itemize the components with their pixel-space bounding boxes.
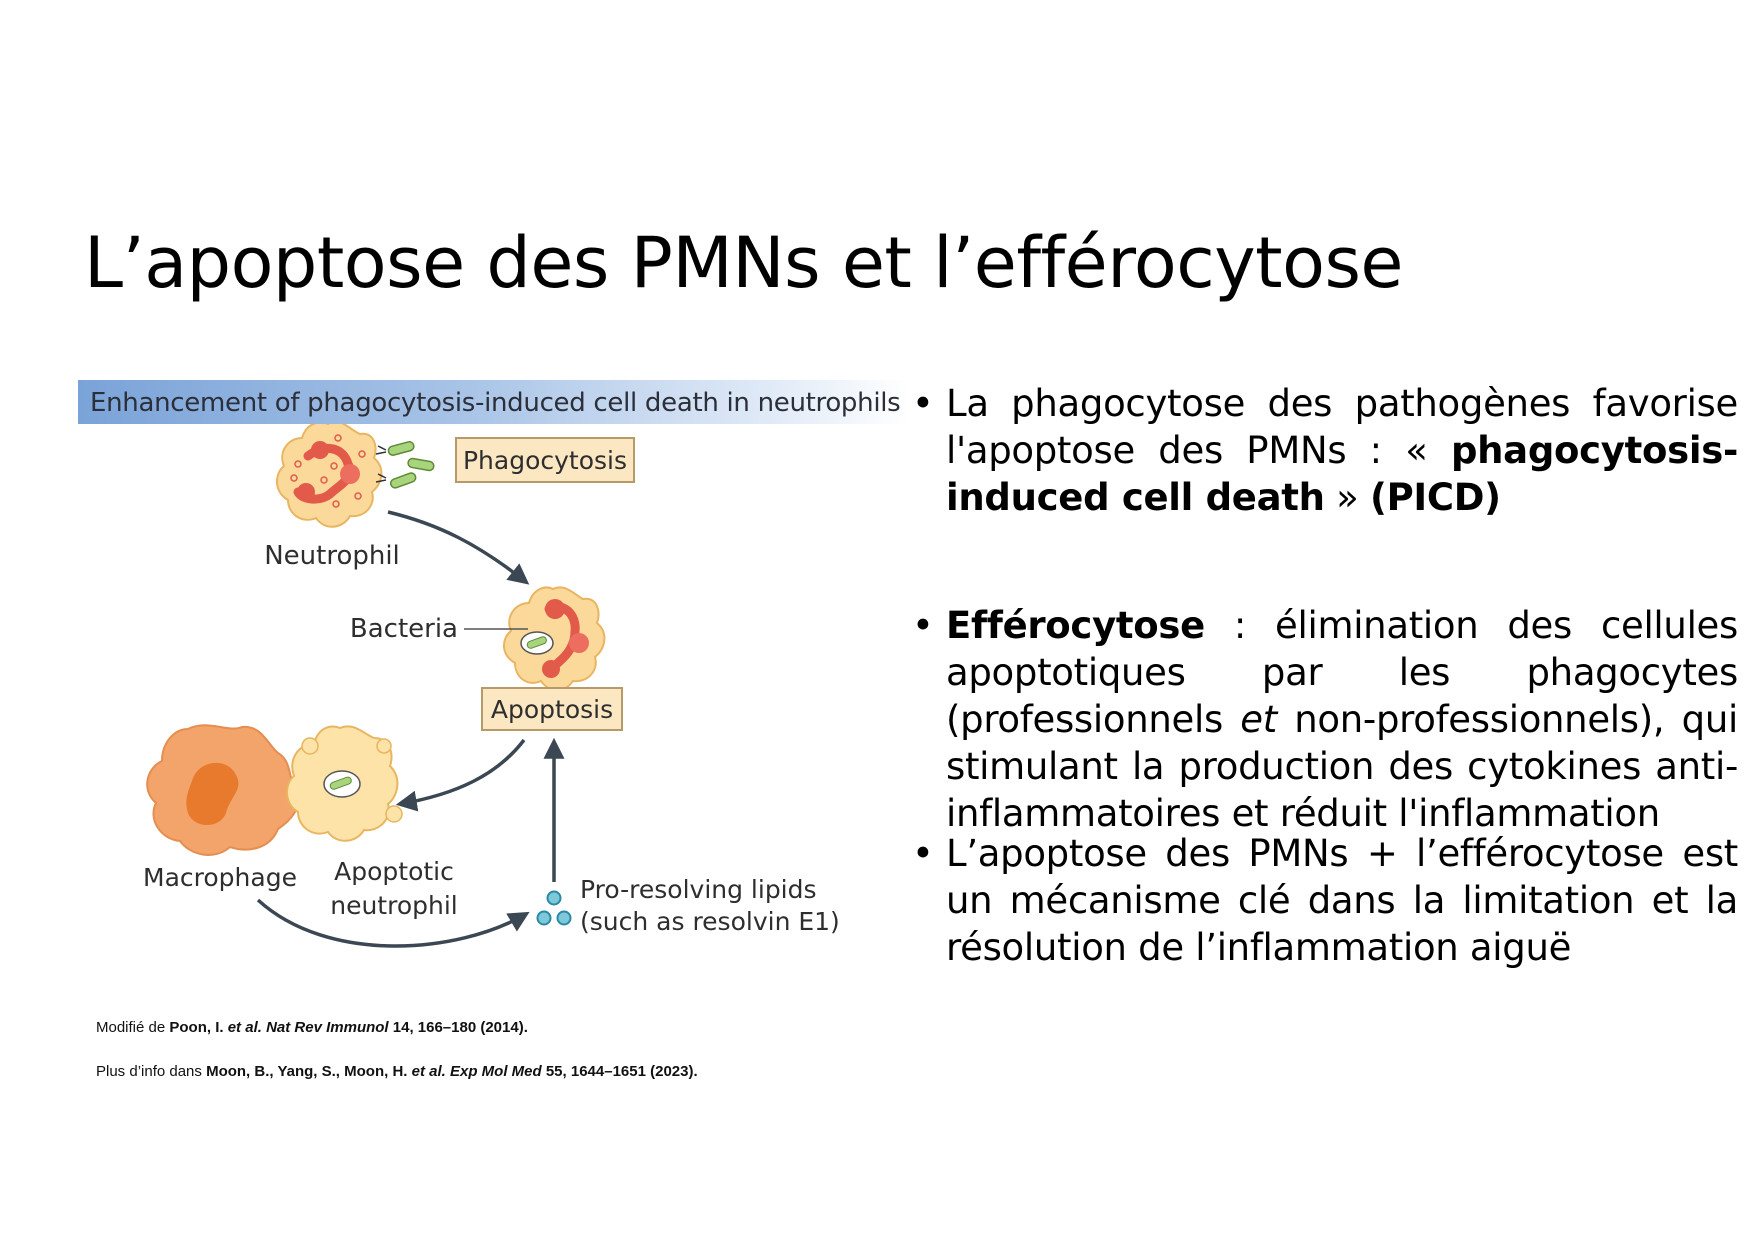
- ref1-prefix: Modifié de: [96, 1019, 170, 1036]
- infected-neutrophil-cell: [503, 586, 606, 691]
- macrophage-cell: [146, 724, 300, 856]
- figure-banner: Enhancement of phagocytosis-induced cell…: [78, 380, 908, 424]
- ref2-details: 55, 1644–1651 (2023).: [541, 1063, 698, 1080]
- diagram-figure: Enhancement of phagocytosis-induced cell…: [78, 380, 908, 1000]
- apoptosis-box: Apoptosis: [481, 687, 623, 731]
- bullet-efferocytose: Efférocytose : élimination des cellules …: [912, 602, 1738, 837]
- arrow-to-lipids: [256, 898, 530, 948]
- ref2-etal: et al.: [411, 1063, 446, 1080]
- bullet2-text1: : élimination des cellules apoptotiques …: [946, 604, 1738, 741]
- bullet-picd: La phagocytose des pathogènes favorise l…: [912, 380, 1738, 521]
- bullet1-bold2: (PICD): [1369, 476, 1501, 519]
- lipids-label-line1: Pro-resolving lipids: [580, 875, 817, 904]
- slide-title: L’apoptose des PMNs et l’efférocytose: [84, 222, 1404, 304]
- neutrophil-label: Neutrophil: [264, 541, 400, 571]
- macrophage-label: Macrophage: [143, 863, 297, 892]
- picd-diagram: Phagocytosis Neutrophil Bacteria Apoptos…: [143, 424, 840, 948]
- bullet1-text2: »: [1324, 476, 1370, 519]
- ref2-journal: Exp Mol Med: [445, 1063, 542, 1080]
- arrow-to-apoptosis: [387, 510, 530, 585]
- pro-resolving-lipids-icon: [536, 890, 572, 926]
- ref2-authors: Moon, B., Yang, S., Moon, H.: [206, 1063, 412, 1080]
- lipids-label-line2: (such as resolvin E1): [580, 907, 840, 936]
- apoptotic-label-line2: neutrophil: [330, 891, 458, 920]
- bullet3-text: L’apoptose des PMNs + l’efférocytose est…: [946, 832, 1738, 969]
- phagocytosis-box: Phagocytosis: [455, 437, 635, 483]
- ref1-details: 14, 166–180 (2014).: [388, 1019, 528, 1036]
- ref1-journal: Nat Rev Immunol: [261, 1019, 389, 1036]
- figure-banner-text: Enhancement of phagocytosis-induced cell…: [90, 388, 901, 418]
- apoptotic-neutrophil-cell: [286, 725, 403, 842]
- bullet2-bold: Efférocytose: [946, 604, 1205, 647]
- arrow-to-efferocytosis: [395, 738, 526, 812]
- bullet2-text2: non-professionnels), qui stimulant la pr…: [946, 698, 1738, 835]
- bullet1-text1: La phagocytose des pathogènes favorise l…: [946, 382, 1738, 472]
- bullet-resolution: L’apoptose des PMNs + l’efférocytose est…: [912, 830, 1738, 971]
- references: Modifié de Poon, I. et al. Nat Rev Immun…: [96, 1006, 698, 1094]
- bullet2-italic: et: [1240, 698, 1277, 741]
- phagocytosis-label: Phagocytosis: [463, 446, 627, 475]
- apoptotic-label-line1: Apoptotic: [334, 857, 454, 886]
- ref1-etal: et al.: [227, 1019, 262, 1036]
- bacteria-label: Bacteria: [350, 614, 458, 644]
- neutrophil-cell: [276, 424, 383, 528]
- ref1-authors: Poon, I.: [169, 1019, 228, 1036]
- bullet1-bold1: phagocytosis-induced cell death: [946, 429, 1738, 519]
- reference-1: Modifié de Poon, I. et al. Nat Rev Immun…: [96, 1006, 698, 1050]
- apoptosis-label: Apoptosis: [491, 695, 613, 724]
- ref2-prefix: Plus d’info dans: [96, 1063, 207, 1080]
- bacteria-icon-top: [375, 441, 435, 489]
- reference-2: Plus d’info dans Moon, B., Yang, S., Moo…: [96, 1050, 698, 1094]
